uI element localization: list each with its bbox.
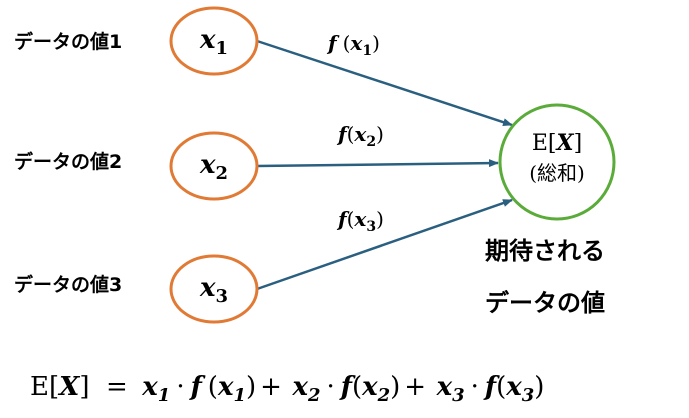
input-node-3: x3 [169, 254, 259, 324]
edge-label-3: f(x3) [336, 207, 384, 235]
edge-label-2: f(x2) [336, 122, 384, 150]
output-node: E[X] (総和) [498, 103, 616, 221]
output-node-subtitle: (総和) [529, 161, 585, 185]
edge-arrow-3 [256, 198, 513, 291]
input-node-1-var: x1 [199, 25, 228, 59]
caption-line-1: 期待される [485, 237, 605, 265]
edge-label-1: f(x1) [326, 31, 380, 59]
output-node-expectation: E[X] [532, 130, 582, 156]
output-node-circle [498, 103, 616, 221]
caption-line-2: データの値 [485, 289, 605, 317]
input-node-1-circle [169, 6, 259, 76]
input-node-3-circle [169, 254, 259, 324]
expectation-formula: E[X] = x1·f(x1)+ x2·f(x2)+ x3·f(x3) [30, 372, 544, 406]
input-node-2-circle [169, 131, 259, 201]
edge-arrow-1 [256, 39, 513, 127]
edge-arrow-2 [256, 159, 499, 168]
input-label-2: データの値2 [14, 150, 122, 173]
input-label-3: データの値3 [14, 273, 122, 296]
input-node-2-var: x2 [199, 150, 228, 184]
input-label-1: データの値1 [14, 30, 122, 53]
input-node-3-var: x3 [199, 273, 228, 307]
input-node-2: x2 [169, 131, 259, 201]
input-node-1: x1 [169, 6, 259, 76]
